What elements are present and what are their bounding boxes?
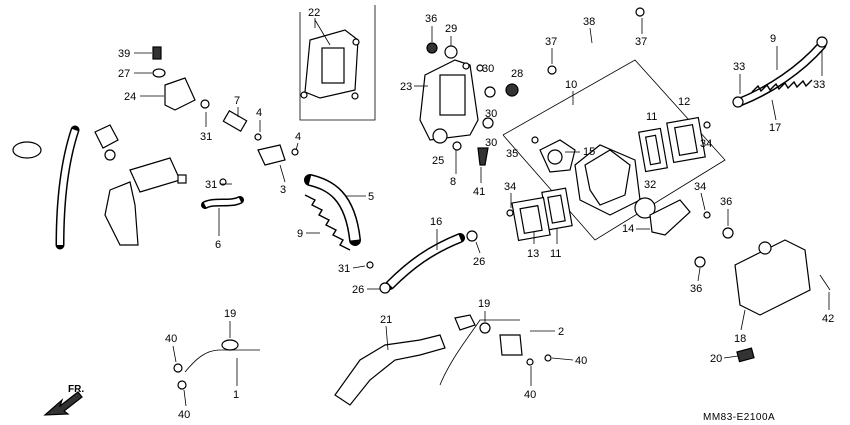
label-9a: 9 bbox=[770, 33, 776, 45]
label-15: 15 bbox=[583, 146, 595, 158]
diagram-code: MM83-E2100A bbox=[703, 412, 775, 423]
label-36a: 36 bbox=[425, 13, 437, 25]
joint-parts bbox=[152, 46, 299, 209]
label-2: 2 bbox=[558, 326, 564, 338]
label-35: 35 bbox=[506, 148, 518, 160]
label-33b: 33 bbox=[813, 79, 825, 91]
direction-label: FR. bbox=[68, 384, 84, 395]
hose-5 bbox=[304, 174, 361, 251]
label-30c: 30 bbox=[485, 137, 497, 149]
front-direction-arrow: FR. bbox=[43, 384, 84, 416]
label-36c: 36 bbox=[690, 283, 702, 295]
label-1: 1 bbox=[233, 389, 239, 401]
label-22: 22 bbox=[308, 7, 320, 19]
label-11a: 11 bbox=[646, 111, 657, 123]
pipe-2 bbox=[439, 314, 552, 386]
label-34b: 34 bbox=[504, 181, 516, 193]
label-14: 14 bbox=[622, 223, 634, 235]
label-37b: 37 bbox=[635, 36, 647, 48]
label-20: 20 bbox=[710, 353, 722, 365]
label-36b: 36 bbox=[720, 196, 732, 208]
label-3: 3 bbox=[280, 184, 286, 196]
label-29: 29 bbox=[445, 23, 457, 35]
label-6: 6 bbox=[215, 239, 221, 251]
label-31a: 31 bbox=[200, 131, 212, 143]
bracket-23 bbox=[419, 42, 519, 166]
label-30a: 30 bbox=[482, 63, 494, 75]
hose-16 bbox=[366, 230, 478, 294]
label-31b: 31 bbox=[205, 179, 217, 191]
box-18 bbox=[694, 227, 831, 363]
label-18: 18 bbox=[734, 333, 746, 345]
label-28: 28 bbox=[511, 68, 523, 80]
hose-17-assembly bbox=[732, 36, 828, 108]
pipe-1 bbox=[173, 339, 260, 390]
label-10: 10 bbox=[565, 79, 577, 91]
label-38: 38 bbox=[583, 16, 595, 28]
label-27: 27 bbox=[118, 68, 130, 80]
label-16: 16 bbox=[430, 216, 442, 228]
label-37a: 37 bbox=[545, 36, 557, 48]
label-11b: 11 bbox=[550, 248, 561, 260]
label-21: 21 bbox=[380, 314, 392, 326]
label-31c: 31 bbox=[338, 263, 350, 275]
label-40b: 40 bbox=[178, 409, 190, 421]
label-39: 39 bbox=[118, 48, 130, 60]
bracket-21 bbox=[334, 334, 446, 406]
label-30b: 30 bbox=[485, 108, 497, 120]
label-34a: 34 bbox=[700, 138, 712, 150]
left-hose-assembly bbox=[12, 124, 227, 250]
label-40a: 40 bbox=[165, 333, 177, 345]
label-41: 41 bbox=[473, 186, 485, 198]
label-19a: 19 bbox=[224, 308, 236, 320]
label-32: 32 bbox=[644, 179, 656, 191]
label-26a: 26 bbox=[352, 284, 364, 296]
label-40d: 40 bbox=[524, 389, 536, 401]
label-24: 24 bbox=[124, 91, 136, 103]
label-9b: 9 bbox=[297, 228, 303, 240]
label-7: 7 bbox=[234, 95, 240, 107]
callouts: 22 36 29 23 30 30 30 25 8 41 28 38 37 37… bbox=[118, 7, 834, 421]
label-8: 8 bbox=[450, 176, 456, 188]
label-25: 25 bbox=[432, 155, 444, 167]
label-17: 17 bbox=[769, 122, 781, 134]
label-26b: 26 bbox=[473, 256, 485, 268]
air-valve-box-10 bbox=[502, 59, 726, 242]
label-13: 13 bbox=[527, 248, 539, 260]
hose-38 bbox=[547, 7, 645, 75]
label-23: 23 bbox=[400, 81, 412, 93]
label-34c: 34 bbox=[694, 181, 706, 193]
label-4b: 4 bbox=[295, 131, 301, 143]
bracket-22-box bbox=[299, 5, 376, 121]
label-4a: 4 bbox=[256, 107, 262, 119]
label-42: 42 bbox=[822, 313, 834, 325]
label-12: 12 bbox=[678, 96, 690, 108]
label-5: 5 bbox=[368, 191, 374, 203]
label-19b: 19 bbox=[478, 298, 490, 310]
label-40c: 40 bbox=[575, 355, 587, 367]
label-33a: 33 bbox=[733, 61, 745, 73]
